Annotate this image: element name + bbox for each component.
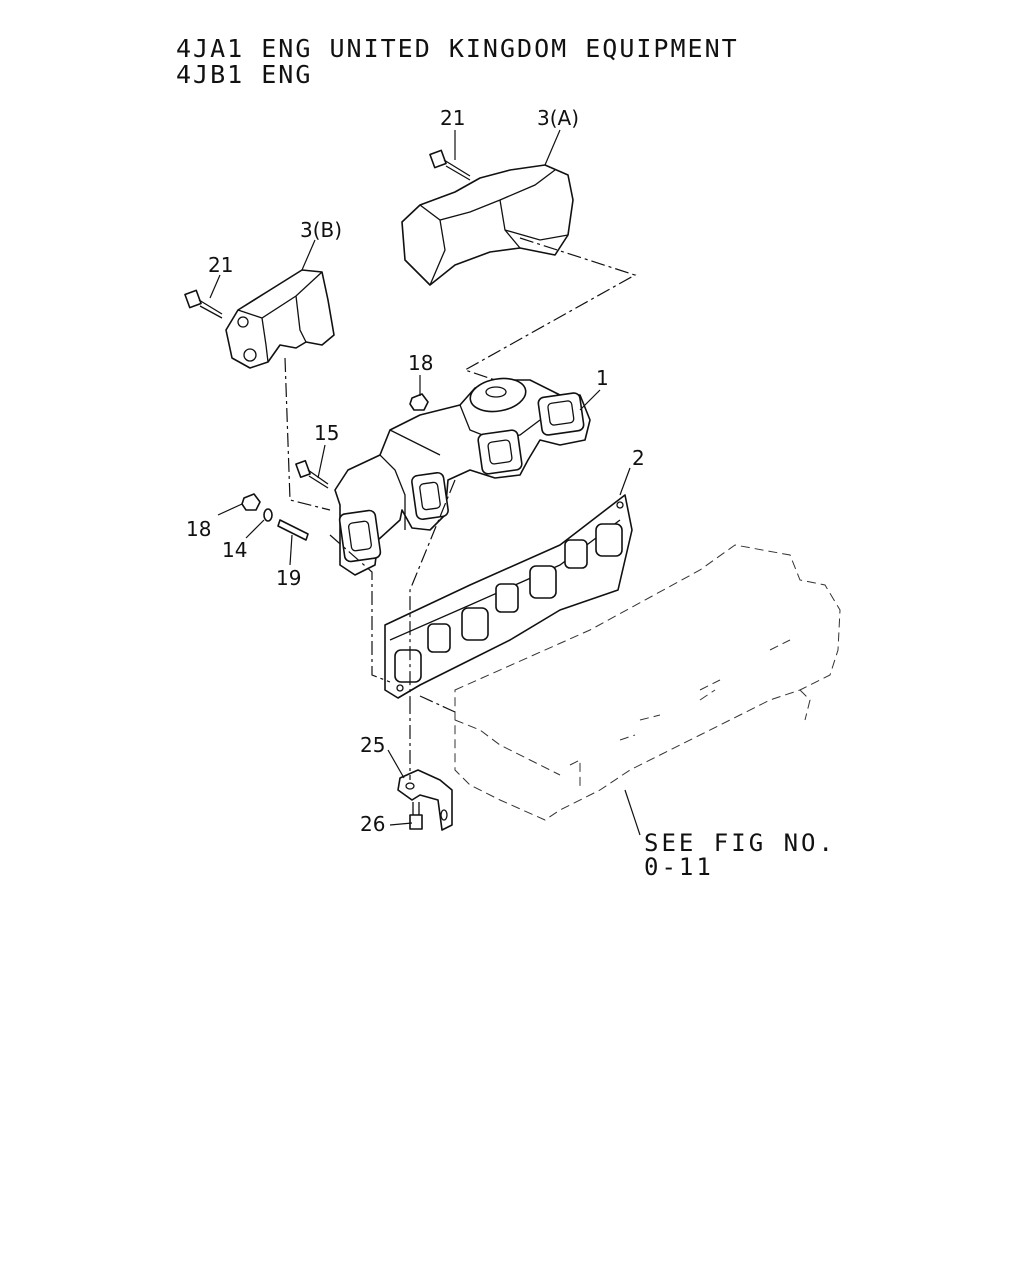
callout-18-lower: 18 (186, 517, 211, 541)
callout-25: 25 (360, 733, 385, 757)
figure-reference: SEE FIG NO. 0-11 (644, 829, 836, 881)
leader-lines (209, 129, 641, 836)
callout-21-upper: 21 (440, 106, 465, 130)
callout-15: 15 (314, 421, 339, 445)
heat-shield-b (225, 269, 335, 369)
washer-14 (263, 508, 273, 522)
callout-26: 26 (360, 812, 385, 836)
callout-21-lower: 21 (208, 253, 233, 277)
gasket-ports (394, 523, 623, 683)
callout-2: 2 (632, 446, 645, 470)
figure-reference-line-2: 0-11 (644, 853, 714, 881)
diagram-title-line-2: 4JB1 ENG (176, 60, 313, 89)
callout-14: 14 (222, 538, 247, 562)
callout-19: 19 (276, 566, 301, 590)
callout-labels: 21 3(A) 3(B) 21 18 1 15 2 18 14 19 25 26 (186, 106, 645, 836)
bolt-21-upper (429, 149, 471, 181)
bolt-26 (409, 802, 423, 830)
callout-3a: 3(A) (537, 106, 579, 130)
diagram-title-line-1: 4JA1 ENG UNITED KINGDOM EQUIPMENT (176, 34, 739, 63)
callout-3b: 3(B) (300, 218, 342, 242)
stud-19 (277, 519, 309, 541)
assembly-guide-lines (284, 237, 637, 780)
nut-18-lower (241, 493, 261, 511)
callout-1: 1 (596, 366, 609, 390)
bolt-21-lower (184, 289, 223, 319)
cylinder-head-outline (454, 544, 841, 821)
nut-18-upper (409, 393, 429, 411)
manifold-gasket (384, 494, 633, 699)
exhaust-manifold (334, 377, 591, 576)
stud-15 (295, 459, 329, 489)
callout-18-upper: 18 (408, 351, 433, 375)
figure-reference-line-1: SEE FIG NO. (644, 829, 836, 857)
heat-shield-a (401, 164, 574, 286)
bracket-25 (397, 769, 453, 831)
